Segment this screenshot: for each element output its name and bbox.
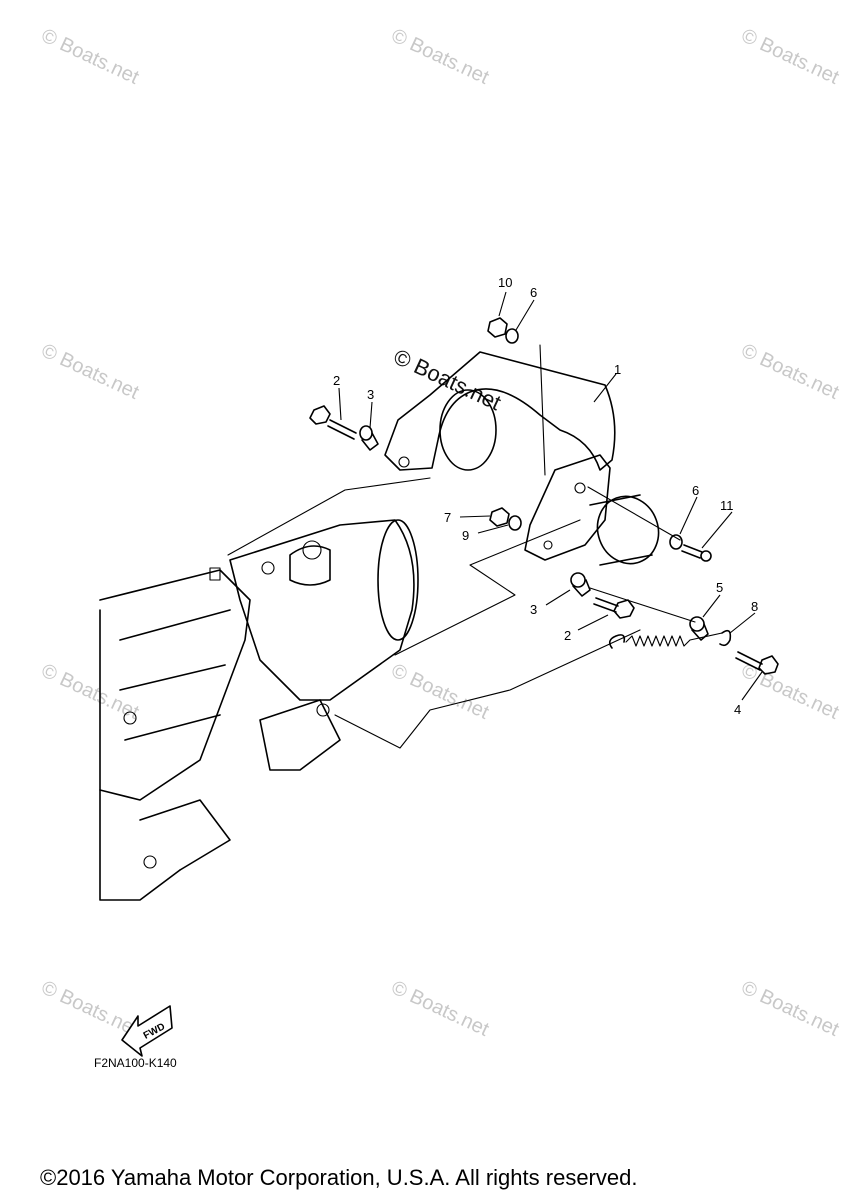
bolt-lower	[593, 597, 635, 619]
callout-3-upper: 3	[367, 387, 374, 402]
watermark: © Boats.net	[738, 340, 842, 404]
washer-top	[505, 328, 519, 344]
callout-3-lower: 3	[530, 602, 537, 617]
watermark: © Boats.net	[38, 340, 143, 404]
callout-9: 9	[462, 528, 469, 543]
exhaust-outlet-housing	[384, 351, 660, 566]
watermarks: © Boats.net © Boats.net © Boats.net © Bo…	[38, 25, 842, 1041]
callout-5: 5	[716, 580, 723, 595]
part-code: F2NA100-K140	[94, 1056, 177, 1070]
reference-lines	[227, 344, 696, 749]
callout-8: 8	[751, 599, 758, 614]
callout-2-lower: 2	[564, 628, 571, 643]
collar-lower	[570, 572, 591, 597]
callout-6-right: 6	[692, 483, 699, 498]
watermark: © Boats.net	[38, 660, 143, 724]
watermark: © Boats.net	[38, 25, 143, 89]
watermark: © Boats.net	[738, 25, 842, 89]
bolt-right	[681, 544, 712, 562]
copyright: ©2016 Yamaha Motor Corporation, U.S.A. A…	[40, 1165, 638, 1190]
leader-lines	[338, 291, 763, 701]
bolt-bottom	[735, 651, 779, 675]
callout-7: 7	[444, 510, 451, 525]
nut-top	[487, 317, 508, 338]
watermark: © Boats.net	[388, 660, 493, 724]
spring	[608, 629, 732, 649]
watermark: © Boats.net	[388, 977, 493, 1041]
collar-upper	[359, 425, 379, 451]
jet-pump-housing	[99, 519, 419, 901]
callout-10: 10	[498, 275, 512, 290]
fwd-arrow: FWD	[121, 1005, 173, 1057]
callouts: 1 2 3 10 6 7 9 6 11 3 2 5 8 4	[333, 275, 758, 717]
callout-11: 11	[720, 498, 734, 513]
watermark: © Boats.net	[738, 660, 842, 724]
callout-1: 1	[614, 362, 621, 377]
callout-6-top: 6	[530, 285, 537, 300]
watermark: © Boats.net	[738, 977, 842, 1041]
washer-right	[669, 534, 683, 550]
nut-middle	[489, 507, 510, 527]
watermark: © Boats.net	[388, 25, 493, 89]
callout-4: 4	[734, 702, 741, 717]
fasteners	[309, 317, 779, 675]
callout-2-upper: 2	[333, 373, 340, 388]
bolt-upper	[309, 405, 357, 440]
washer-middle	[508, 515, 522, 531]
